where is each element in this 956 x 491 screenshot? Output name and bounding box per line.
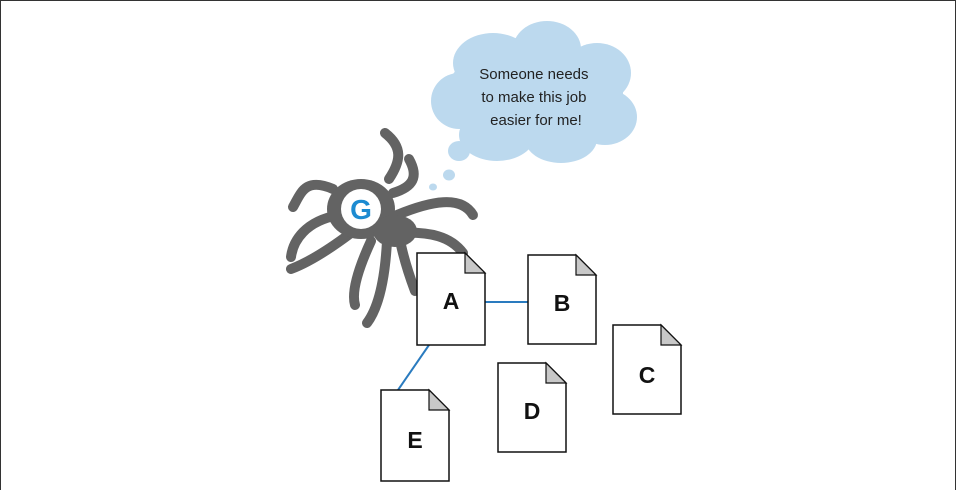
document-a: A (417, 253, 485, 345)
document-e: E (381, 390, 449, 481)
document-c: C (613, 325, 681, 414)
thought-text: Someone needs to make this job easier fo… (479, 66, 592, 129)
link-a-e (398, 345, 429, 390)
document-b-label: B (554, 290, 571, 316)
thought-line-2: to make this job (481, 89, 586, 106)
logo-letter: G (350, 194, 372, 225)
document-a-label: A (443, 288, 460, 314)
document-e-label: E (407, 427, 422, 453)
document-d: D (498, 363, 566, 452)
document-c-label: C (639, 362, 656, 388)
thought-dot-large (448, 141, 470, 161)
thought-dot-medium (443, 170, 455, 181)
thought-line-1: Someone needs (479, 66, 588, 83)
thought-cloud: Someone needs to make this job easier fo… (429, 21, 637, 191)
document-b: B (528, 255, 596, 344)
thought-line-3: easier for me! (490, 112, 582, 129)
document-d-label: D (524, 398, 541, 424)
thought-dot-small (429, 184, 437, 191)
